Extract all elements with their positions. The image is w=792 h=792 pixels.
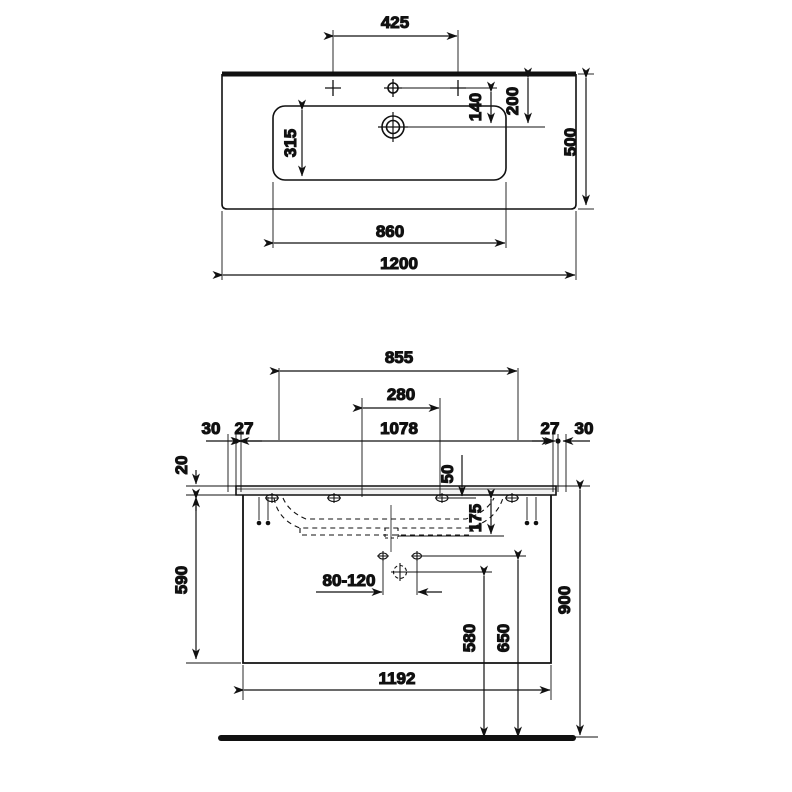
dim-900-label: 900 xyxy=(555,586,574,614)
dim-500-label: 500 xyxy=(561,128,580,156)
top-view-outer-outline xyxy=(221,74,577,210)
front-view-fixing-markers xyxy=(265,493,519,503)
dim-1192-label: 1192 xyxy=(379,669,416,688)
top-view-group: 425 315 140 200 xyxy=(212,12,594,280)
top-view-tap-hole-left-marker xyxy=(325,80,341,96)
dim-425: 425 xyxy=(323,12,459,76)
dim-315: 315 xyxy=(280,99,306,177)
top-view-bowl-outline xyxy=(272,105,507,181)
dim-200-label: 200 xyxy=(503,87,522,115)
dim-580: 580 xyxy=(406,565,492,738)
dim-1192: 1192 xyxy=(233,665,552,700)
dim-27-right-label: 27 xyxy=(541,419,560,438)
dim-50-label: 50 xyxy=(438,465,457,484)
front-view-waste-stub xyxy=(384,528,399,539)
dim-200: 200 xyxy=(497,67,545,128)
front-view-cabinet-outline xyxy=(242,495,552,664)
dim-590-label: 590 xyxy=(172,566,191,594)
dim-650: 650 xyxy=(421,549,526,738)
fixing-marker-2 xyxy=(327,493,341,503)
front-view-group: 855 280 1078 xyxy=(171,347,598,741)
front-view-mounting-lines xyxy=(258,497,537,520)
dim-860-label: 860 xyxy=(376,222,404,241)
dim-175-label: 175 xyxy=(466,504,485,532)
dim-650-label: 650 xyxy=(494,624,513,652)
dim-175: 175 xyxy=(398,488,504,537)
dim-30-right: 30 xyxy=(562,418,594,492)
dim-580-label: 580 xyxy=(460,624,479,652)
front-view-mounting-dots xyxy=(256,520,539,526)
top-view-tap-hole-centre xyxy=(384,79,402,97)
dim-315-label: 315 xyxy=(281,129,300,157)
dim-1200-label: 1200 xyxy=(380,254,418,273)
dim-1078: 1078 xyxy=(231,418,554,492)
dim-280-label: 280 xyxy=(387,385,415,404)
dim-27-left-label: 27 xyxy=(235,419,254,438)
dim-30-left-label: 30 xyxy=(202,419,221,438)
dim-140-label: 140 xyxy=(466,93,485,121)
dim-280: 280 xyxy=(352,384,441,497)
fixing-marker-4 xyxy=(505,493,519,503)
dim-425-label: 425 xyxy=(381,13,409,32)
dim-27-left: 27 xyxy=(233,418,262,492)
dim-500: 500 xyxy=(560,67,594,210)
front-view-supply-markers xyxy=(377,551,423,561)
dim-30-right-label: 30 xyxy=(575,419,594,438)
dim-900: 900 xyxy=(553,479,598,738)
dim-27-right: 27 xyxy=(532,418,561,492)
dim-140: 140 xyxy=(400,81,497,128)
dim-855: 855 xyxy=(269,347,519,440)
dim-80-120-label: 80-120 xyxy=(323,571,376,590)
dim-50: 50 xyxy=(437,455,476,499)
dim-1200: 1200 xyxy=(212,211,577,280)
dim-860: 860 xyxy=(263,182,507,248)
front-view-basin-slab xyxy=(235,485,557,496)
dim-590: 590 xyxy=(171,488,241,664)
fixing-marker-1 xyxy=(265,493,279,503)
dim-20-label: 20 xyxy=(172,456,191,475)
dim-20: 20 xyxy=(171,455,240,511)
dim-80-120: 80-120 xyxy=(316,559,442,596)
dim-855-label: 855 xyxy=(385,348,413,367)
dim-1078-label: 1078 xyxy=(380,419,418,438)
